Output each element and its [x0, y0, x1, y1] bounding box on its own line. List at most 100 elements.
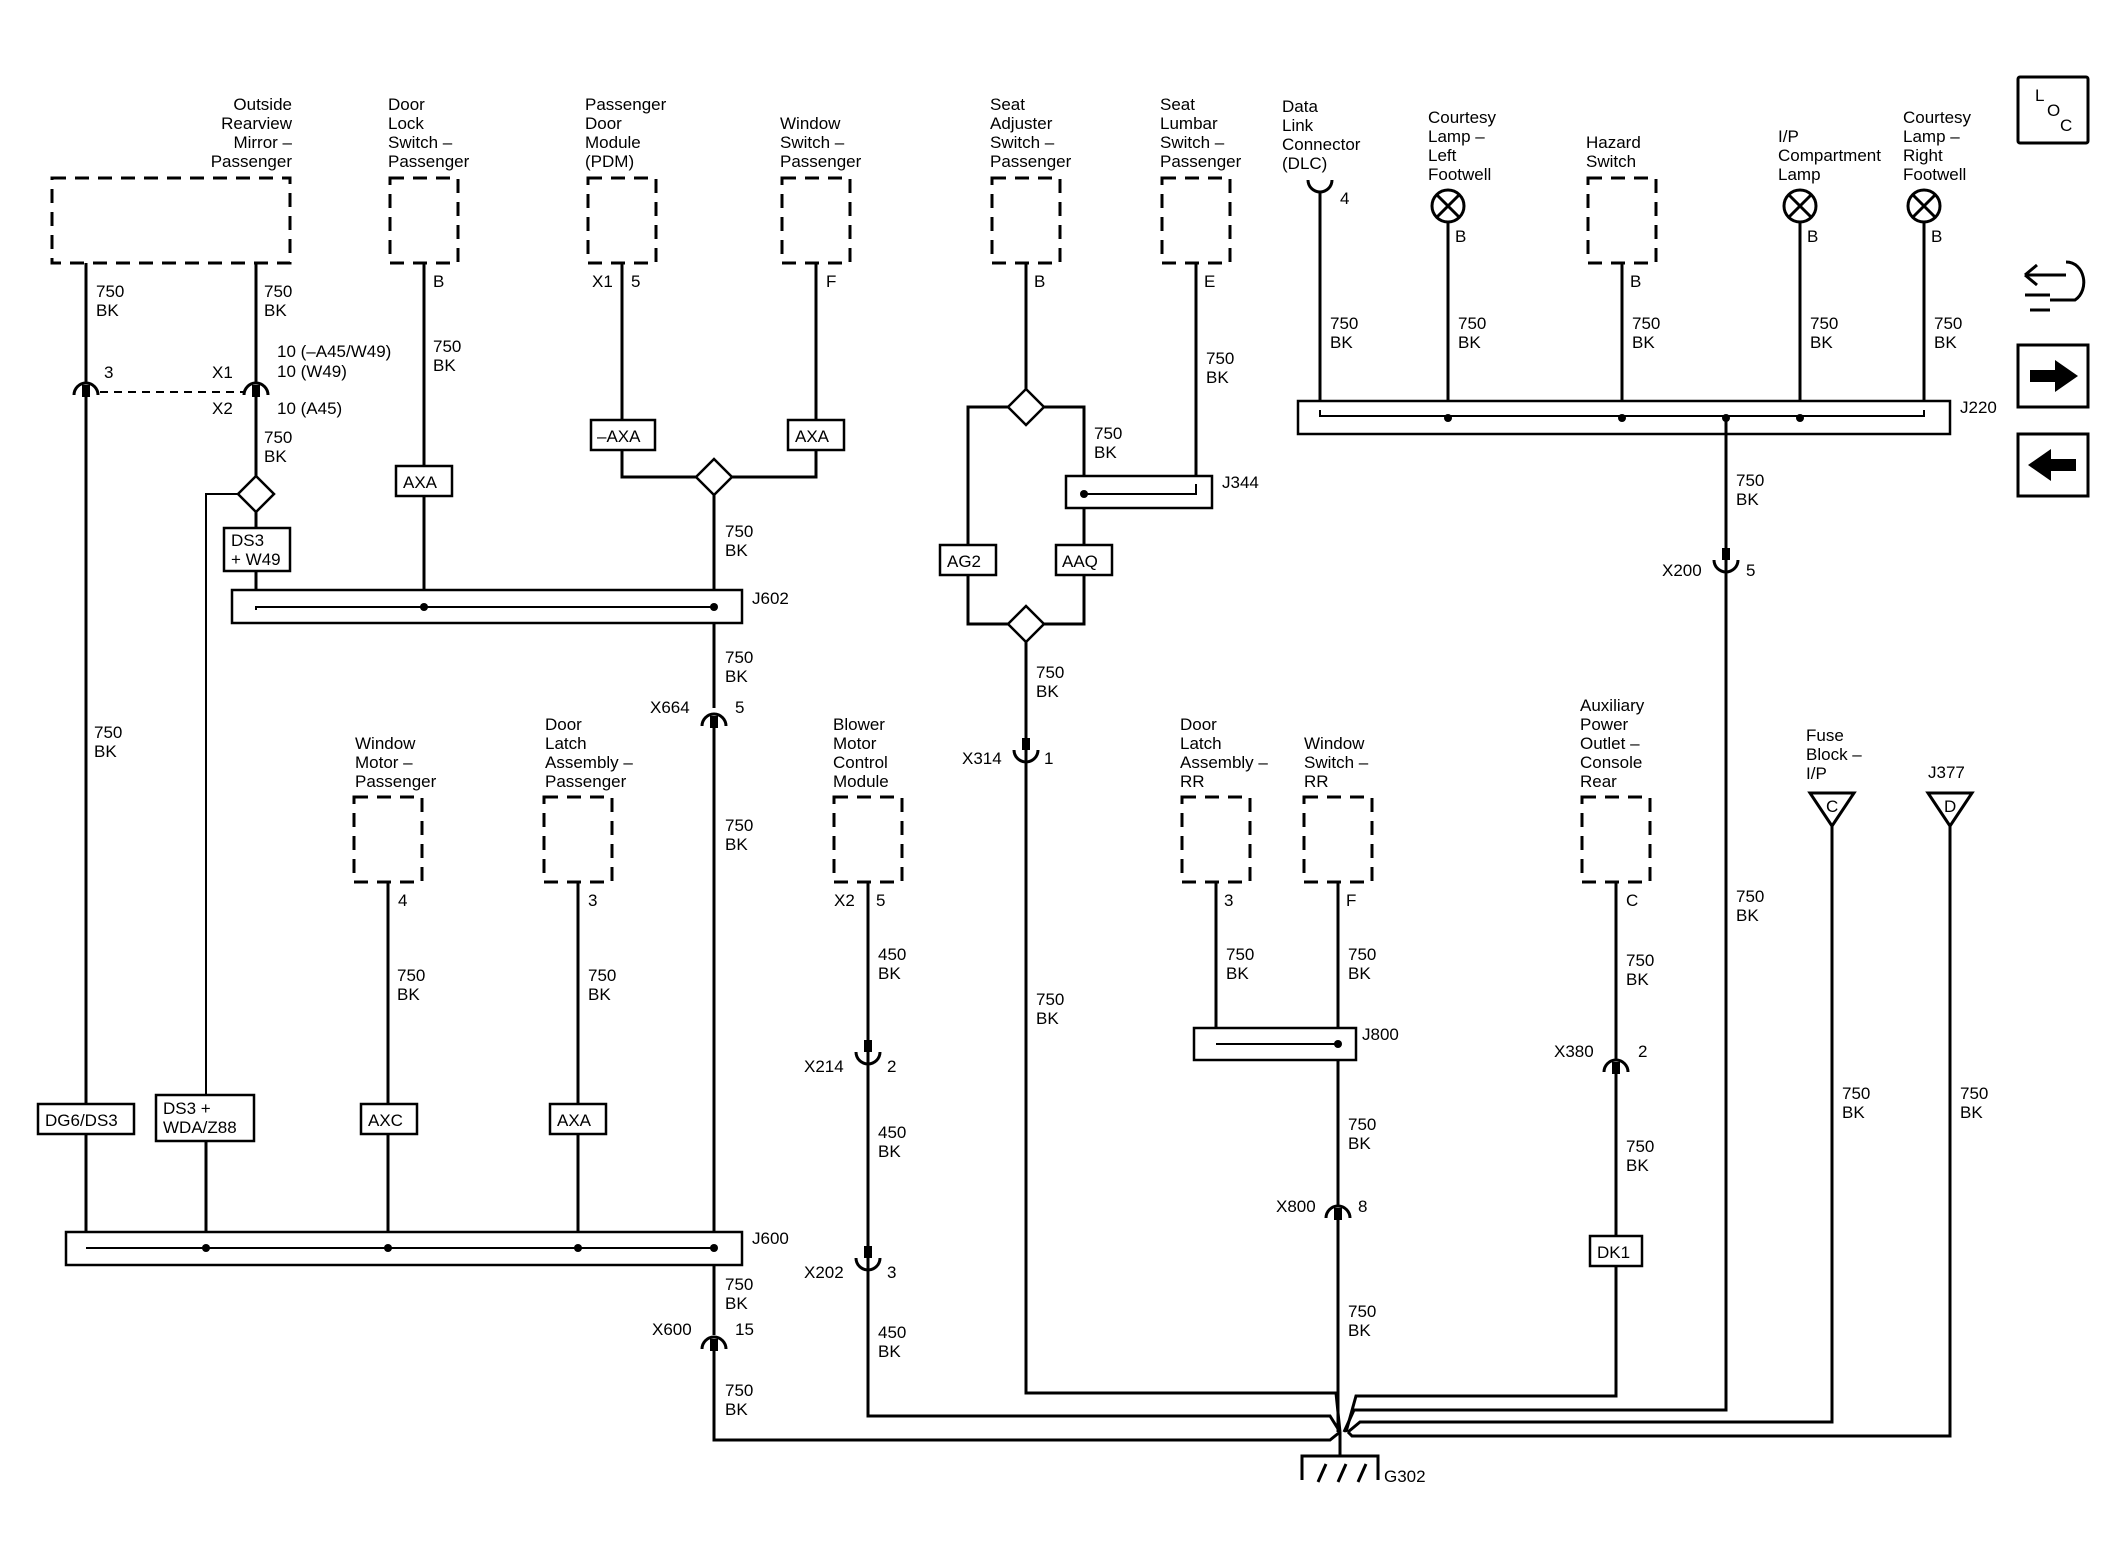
option-ag2[interactable]: AG2 — [938, 543, 998, 577]
option-ds3-wda[interactable]: DS3 + WDA/Z88 — [154, 1093, 256, 1143]
option-aaq[interactable]: AAQ — [1054, 543, 1114, 577]
wire-label: 750 BK — [1206, 349, 1234, 387]
location-button[interactable]: L O C — [2016, 75, 2090, 145]
wire-label: 750 BK 750 BK 750 BK 750 BK 750 BK — [1330, 314, 1962, 352]
svg-text:750: 750 — [1458, 314, 1486, 333]
wire-label: 750 BK — [1036, 663, 1064, 701]
window-motor-label: Window Motor – Passenger — [355, 734, 437, 791]
svg-text:X600: X600 — [652, 1320, 692, 1339]
pin-label: F — [1346, 891, 1356, 910]
svg-text:Footwell: Footwell — [1903, 165, 1966, 184]
j377-label: J377 — [1928, 763, 1965, 782]
svg-text:750: 750 — [725, 648, 753, 667]
option-axc[interactable]: AXC — [359, 1102, 419, 1136]
wire-label: 750 BK 750 BK — [1226, 945, 1376, 983]
svg-text:BK: BK — [1736, 906, 1759, 925]
svg-text:Seat: Seat — [1160, 95, 1195, 114]
mirror-connector: 3 X1 X2 10 (–A45/W49) 10 (W49) 10 (A45) — [72, 342, 391, 418]
mirror-component[interactable] — [50, 176, 292, 265]
svg-text:Window: Window — [780, 114, 841, 133]
pin-label: C — [1826, 797, 1838, 816]
pin-label: F — [826, 272, 836, 291]
hazard-switch-component[interactable] — [1586, 176, 1658, 265]
blower-component[interactable] — [832, 795, 904, 884]
svg-text:J602: J602 — [752, 589, 789, 608]
svg-text:DS3 +: DS3 + — [163, 1099, 211, 1118]
option-dk1[interactable]: DK1 — [1588, 1234, 1644, 1268]
svg-text:(PDM): (PDM) — [585, 152, 634, 171]
svg-text:5: 5 — [735, 698, 744, 717]
option-ds3-w49[interactable]: DS3 + W49 — [222, 526, 292, 573]
svg-text:750: 750 — [1842, 1084, 1870, 1103]
wire-label: 750 BK — [433, 337, 461, 375]
wire-label: 750 BK — [1348, 1302, 1376, 1340]
svg-text:BK: BK — [264, 447, 287, 466]
svg-text:AG2: AG2 — [947, 552, 981, 571]
window-motor-component[interactable] — [352, 795, 424, 884]
svg-text:750: 750 — [1094, 424, 1122, 443]
svg-text:750: 750 — [1810, 314, 1838, 333]
j377-terminal[interactable] — [1925, 791, 1975, 829]
wire-label: 450 BK — [878, 945, 906, 983]
svg-text:750: 750 — [1036, 663, 1064, 682]
svg-text:BK: BK — [1036, 682, 1059, 701]
svg-text:750: 750 — [96, 282, 124, 301]
svg-text:750: 750 — [1206, 349, 1234, 368]
seat-adjuster-component[interactable] — [990, 176, 1062, 265]
hazard-switch-label: Hazard Switch — [1586, 133, 1641, 171]
svg-text:I/P: I/P — [1778, 127, 1799, 146]
option-neg-axa[interactable]: –AXA — [589, 418, 657, 452]
svg-text:Power: Power — [1580, 715, 1629, 734]
fuse-block-label: Fuse Block – I/P — [1806, 726, 1862, 783]
pin-label: B — [1807, 227, 1818, 246]
next-page-button[interactable] — [2016, 343, 2090, 409]
pdm-component[interactable] — [586, 176, 658, 265]
seat-lumbar-component[interactable] — [1160, 176, 1232, 265]
svg-text:DS3: DS3 — [231, 531, 264, 550]
window-switch-rr-component[interactable] — [1302, 795, 1374, 884]
aux-outlet-component[interactable] — [1580, 795, 1652, 884]
inline-connector-x200: X200 5 — [1662, 548, 1755, 580]
svg-text:Courtesy: Courtesy — [1428, 108, 1497, 127]
svg-text:750: 750 — [1330, 314, 1358, 333]
option-axa[interactable]: AXA — [394, 464, 454, 498]
svg-text:BK: BK — [1348, 964, 1371, 983]
svg-text:Module: Module — [833, 772, 889, 791]
window-switch-passenger-component[interactable] — [780, 176, 852, 265]
option-axa[interactable]: AXA — [548, 1102, 608, 1136]
door-latch-rr-component[interactable] — [1180, 795, 1252, 884]
svg-text:C: C — [2060, 116, 2072, 135]
svg-text:BK: BK — [588, 985, 611, 1004]
svg-text:BK: BK — [264, 301, 287, 320]
svg-text:750: 750 — [1960, 1084, 1988, 1103]
svg-text:Passenger: Passenger — [1160, 152, 1242, 171]
option-axa[interactable]: AXA — [786, 418, 846, 452]
svg-text:Left: Left — [1428, 146, 1457, 165]
inline-connector-x380: X380 2 — [1554, 1042, 1647, 1074]
splice-diamond — [1006, 604, 1046, 644]
pin-label: B — [1455, 227, 1466, 246]
previous-page-button[interactable] — [2016, 432, 2090, 498]
ground-g302-icon: G302 — [1300, 1432, 1426, 1486]
pin-label: 5 — [631, 272, 640, 291]
svg-text:Connector: Connector — [1282, 135, 1361, 154]
courtesy-left-label: Courtesy Lamp – Left Footwell — [1428, 108, 1497, 184]
svg-text:BK: BK — [725, 541, 748, 560]
wire-label: 750 BK — [725, 648, 753, 686]
svg-text:+ W49: + W49 — [231, 550, 281, 569]
svg-text:750: 750 — [264, 428, 292, 447]
door-latch-passenger-component[interactable] — [542, 795, 614, 884]
fuse-block-terminal[interactable] — [1807, 791, 1857, 829]
wire-label: 750 BK — [1736, 471, 1764, 509]
svg-text:BK: BK — [1934, 333, 1957, 352]
pin-label: B — [1630, 272, 1641, 291]
wire-label: 750 BK — [1348, 1115, 1376, 1153]
connector-view-icon[interactable] — [2024, 260, 2086, 312]
svg-text:750: 750 — [1036, 990, 1064, 1009]
pdm-label: Passenger Door Module (PDM) — [585, 95, 667, 171]
svg-text:Adjuster: Adjuster — [990, 114, 1053, 133]
courtesy-right-lamp-icon — [1906, 188, 1942, 224]
door-lock-switch-component[interactable] — [388, 176, 460, 265]
option-dg6-ds3[interactable]: DG6/DS3 — [36, 1102, 136, 1136]
